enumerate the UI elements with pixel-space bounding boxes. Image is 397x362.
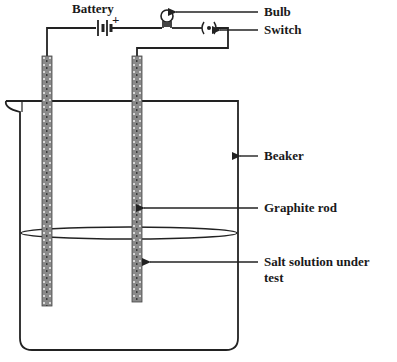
part-label: Battery: [72, 1, 114, 17]
leader-line: [144, 12, 258, 262]
polarity-sign: +: [112, 12, 119, 28]
graphite-rod: [42, 56, 52, 306]
beaker-outline: [6, 101, 238, 350]
part-label: Beaker: [264, 148, 304, 164]
battery-symbol: [98, 20, 111, 36]
part-label: Graphite rod: [264, 200, 337, 216]
part-label: Bulb: [264, 4, 291, 20]
part-label: Switch: [264, 22, 302, 38]
bulb-symbol: [161, 10, 173, 28]
part-label: Salt solution under test: [264, 254, 374, 286]
solution-surface: [21, 227, 237, 239]
switch-symbol: [202, 22, 216, 34]
graphite-rod: [132, 56, 142, 302]
circuit-wire: [47, 28, 228, 56]
